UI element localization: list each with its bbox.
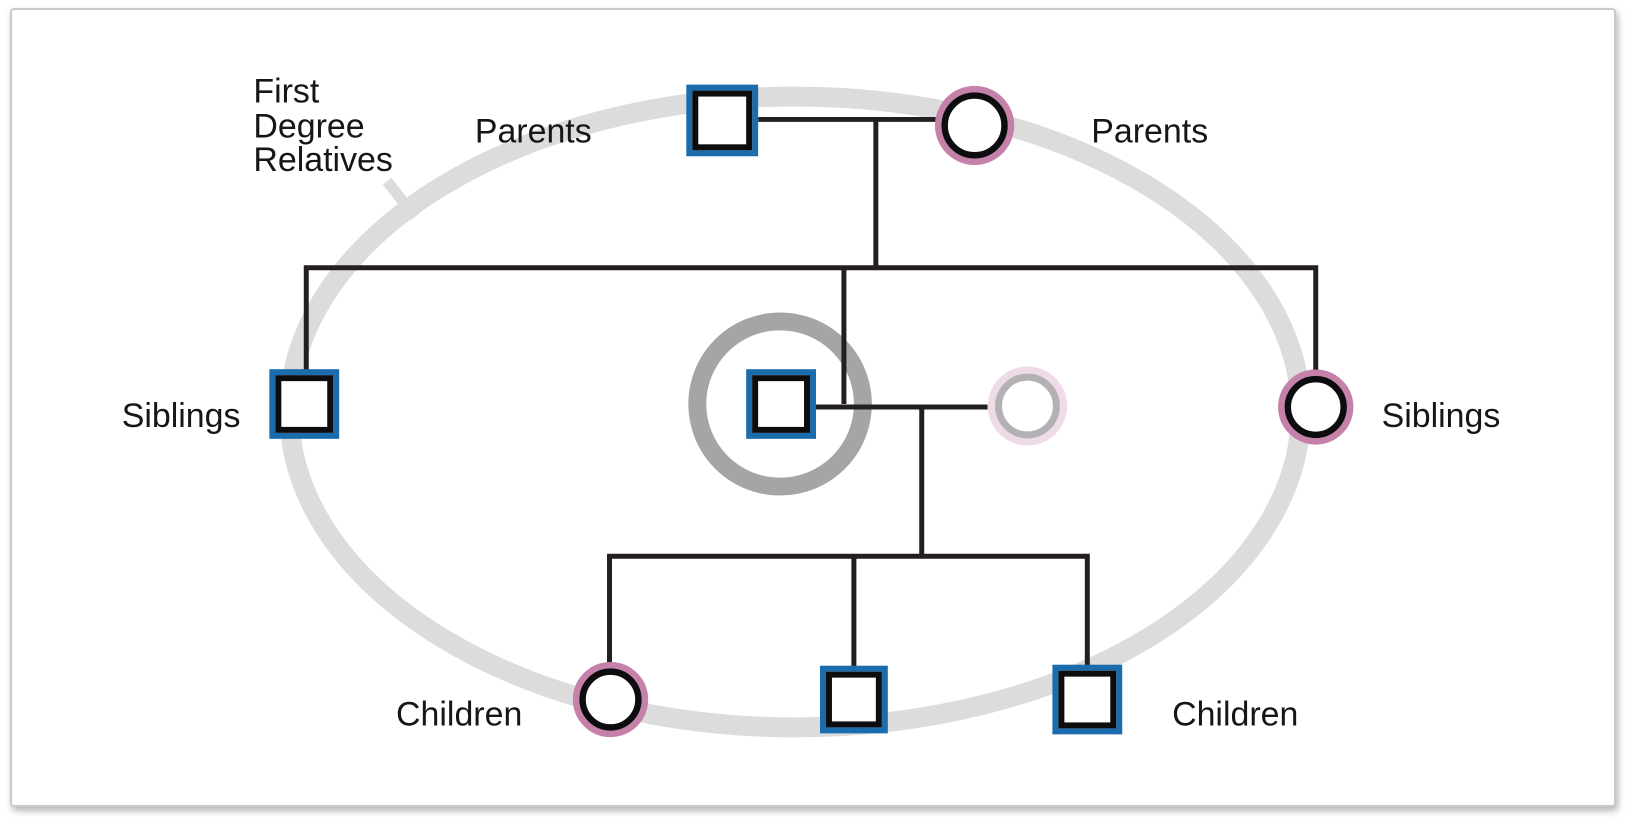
female-circle-inner: [941, 92, 1008, 159]
faded-circle-inner: [995, 373, 1060, 439]
labels: First Degree Relatives Parents Parents S…: [122, 73, 1501, 734]
partner-female-faded-symbol: [987, 366, 1068, 446]
parents-label-left: Parents: [475, 112, 592, 150]
pedigree-diagram: First Degree Relatives Parents Parents S…: [122, 73, 1501, 738]
parent-male-symbol: [686, 84, 759, 157]
diagram-canvas: First Degree Relatives Parents Parents S…: [10, 8, 1616, 807]
male-square-inner: [825, 671, 882, 728]
proband-male-symbol: [746, 369, 816, 439]
child-male-symbol-2: [1052, 664, 1123, 735]
parent-female-symbol: [934, 85, 1015, 165]
sibling-male-symbol: [269, 369, 340, 439]
boundary-label-line-2: Degree: [253, 107, 364, 145]
female-circle-inner: [1284, 375, 1347, 439]
male-square-inner: [752, 375, 811, 433]
boundary-label-tick: [382, 177, 420, 221]
boundary-label-line-3: Relatives: [253, 141, 392, 179]
siblings-label-left: Siblings: [122, 397, 241, 435]
connectors: [303, 116, 1319, 668]
proband-highlight-ring: [688, 312, 872, 496]
sibling-female-symbol: [1278, 369, 1354, 445]
female-circle-inner: [579, 668, 642, 731]
children-label-right: Children: [1172, 695, 1298, 733]
parents-label-right: Parents: [1091, 112, 1208, 150]
male-square-inner: [692, 90, 753, 151]
male-square-inner: [275, 375, 334, 433]
children-sibship-line: [607, 553, 1090, 667]
child-female-symbol: [572, 661, 649, 738]
boundary-label-line-1: First: [253, 73, 319, 111]
children-label-left: Children: [396, 695, 522, 733]
sibship-line: [303, 265, 1319, 372]
male-square-inner: [1058, 670, 1117, 729]
child-male-symbol-1: [819, 665, 888, 734]
siblings-label-right: Siblings: [1382, 397, 1501, 435]
